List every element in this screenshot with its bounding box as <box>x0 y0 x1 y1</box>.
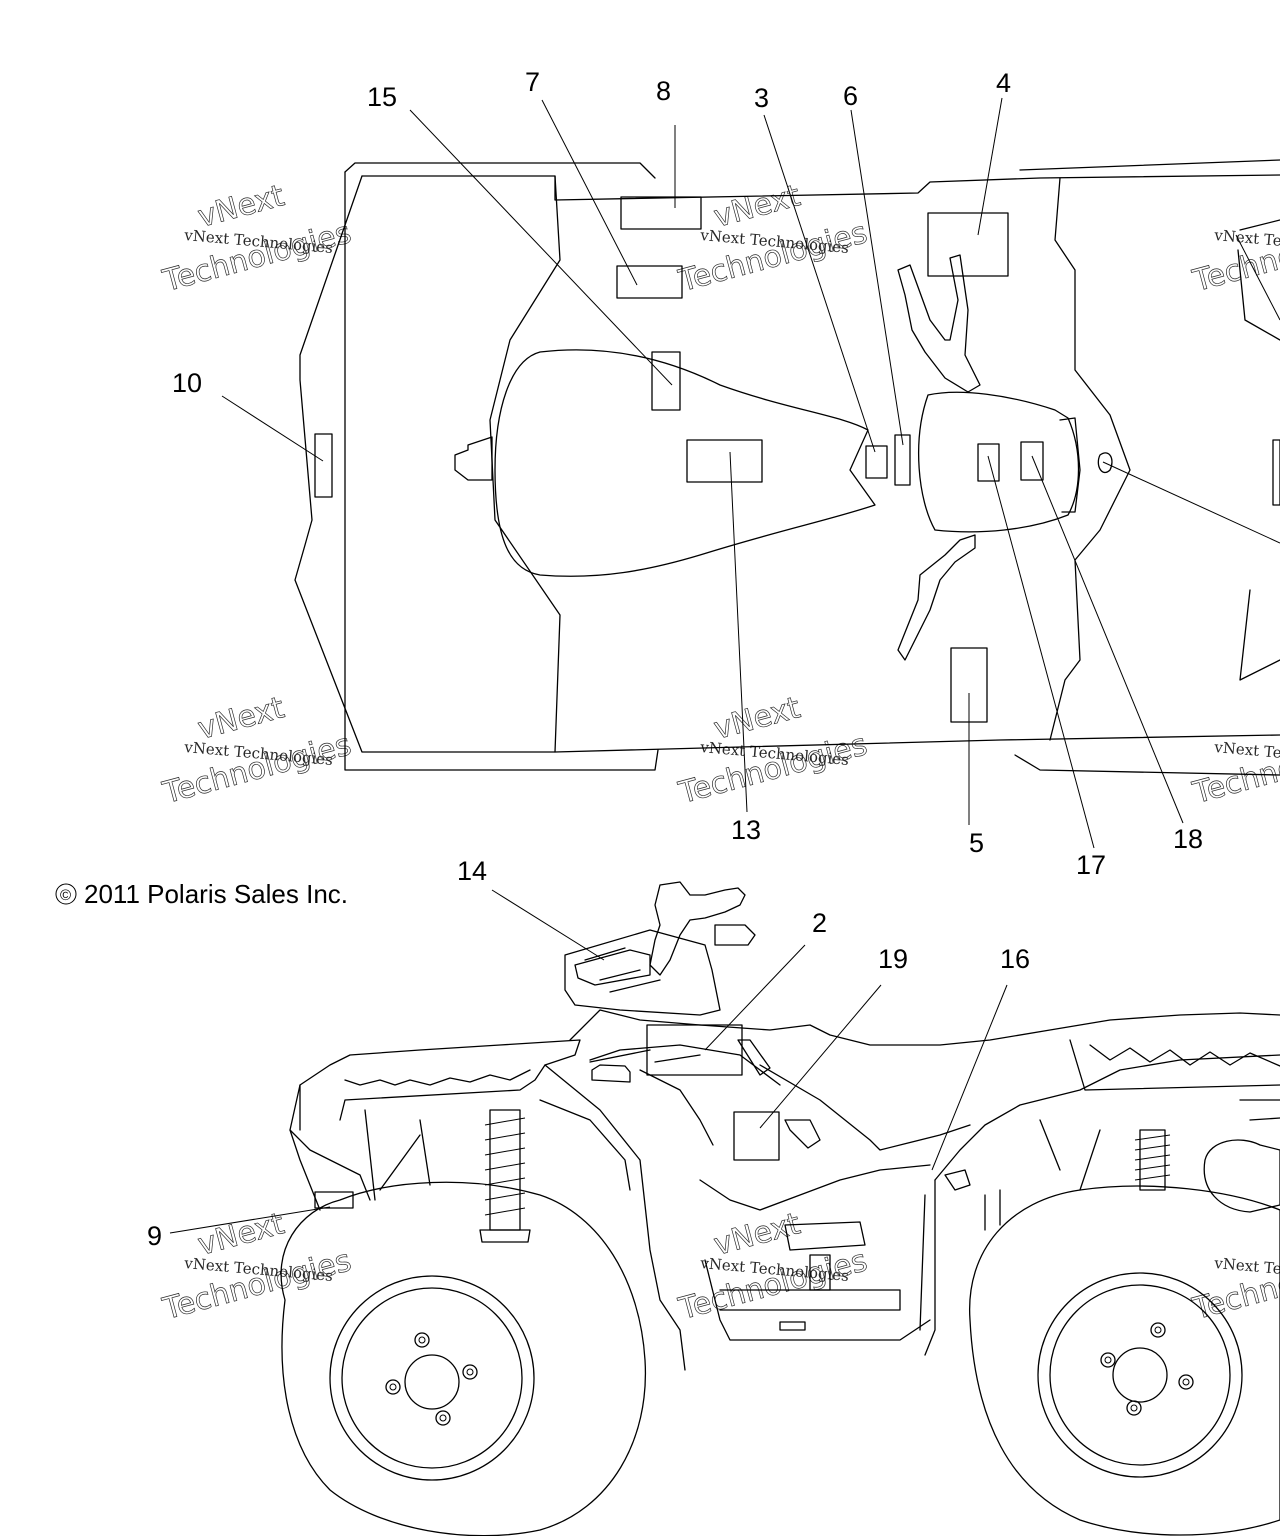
decal-7 <box>616 265 683 299</box>
decal-8 <box>620 196 702 230</box>
callout-17: 17 <box>1076 850 1106 880</box>
callout-2: 2 <box>812 908 827 938</box>
watermark: vNext Technologies vNext Technologies <box>674 1206 871 1328</box>
watermark-text: vNext <box>710 1206 804 1263</box>
copyright-symbol-text: © <box>60 887 71 904</box>
rear-wheel <box>969 1185 1280 1536</box>
decal-6 <box>894 434 911 486</box>
decal-13 <box>686 439 763 483</box>
watermark-text: vNext <box>194 178 288 235</box>
watermark: vNext Technologies Technologies <box>1188 215 1280 300</box>
callout-16: 16 <box>1000 944 1030 974</box>
watermark-text: vNext <box>710 690 804 747</box>
decal-15 <box>651 351 681 411</box>
decal-3 <box>865 445 888 479</box>
callout-7: 7 <box>525 67 540 97</box>
callout-18: 18 <box>1173 824 1203 854</box>
callout-15: 15 <box>367 82 397 112</box>
callout-14: 14 <box>457 856 487 886</box>
watermark-text: vNext <box>194 1206 288 1263</box>
callout-8: 8 <box>656 76 671 106</box>
watermark-text: vNext <box>194 690 288 747</box>
copyright-text: 2011 Polaris Sales Inc. <box>84 879 348 909</box>
callout-5: 5 <box>969 828 984 858</box>
watermark: vNext Technologies vNext Technologies <box>158 690 355 812</box>
decal-2 <box>646 1024 743 1076</box>
callout-6: 6 <box>843 81 858 111</box>
decal-9 <box>314 1191 354 1209</box>
front-wheel <box>280 1181 647 1536</box>
watermark-group: vNext Technologies vNext Technologies vN… <box>158 178 1280 1328</box>
decal-10 <box>314 433 333 498</box>
side-view: 14 2 19 16 9 <box>147 856 1280 1536</box>
decal-4 <box>927 212 1009 277</box>
watermark: vNext Technologies vNext Technologies <box>674 690 871 812</box>
callout-10: 10 <box>172 368 202 398</box>
callout-13: 13 <box>731 815 761 845</box>
watermark: vNext Technologies Technologies <box>1188 727 1280 812</box>
callout-19: 19 <box>878 944 908 974</box>
watermark: vNext Technologies Technologies <box>1188 1243 1280 1328</box>
decal-19 <box>733 1111 780 1161</box>
watermark: vNext Technologies vNext Technologies <box>674 178 871 300</box>
callout-9: 9 <box>147 1221 162 1251</box>
watermark: vNext Technologies vNext Technologies <box>158 1206 355 1328</box>
watermark-text: vNext <box>710 178 804 235</box>
decal-17 <box>977 443 1000 482</box>
callout-4: 4 <box>996 68 1011 98</box>
copyright-notice: © 2011 Polaris Sales Inc. <box>55 879 348 909</box>
decal-18 <box>1020 441 1044 481</box>
callout-3: 3 <box>754 83 769 113</box>
top-view: 15 7 8 3 6 4 10 13 5 17 18 <box>172 67 1280 880</box>
